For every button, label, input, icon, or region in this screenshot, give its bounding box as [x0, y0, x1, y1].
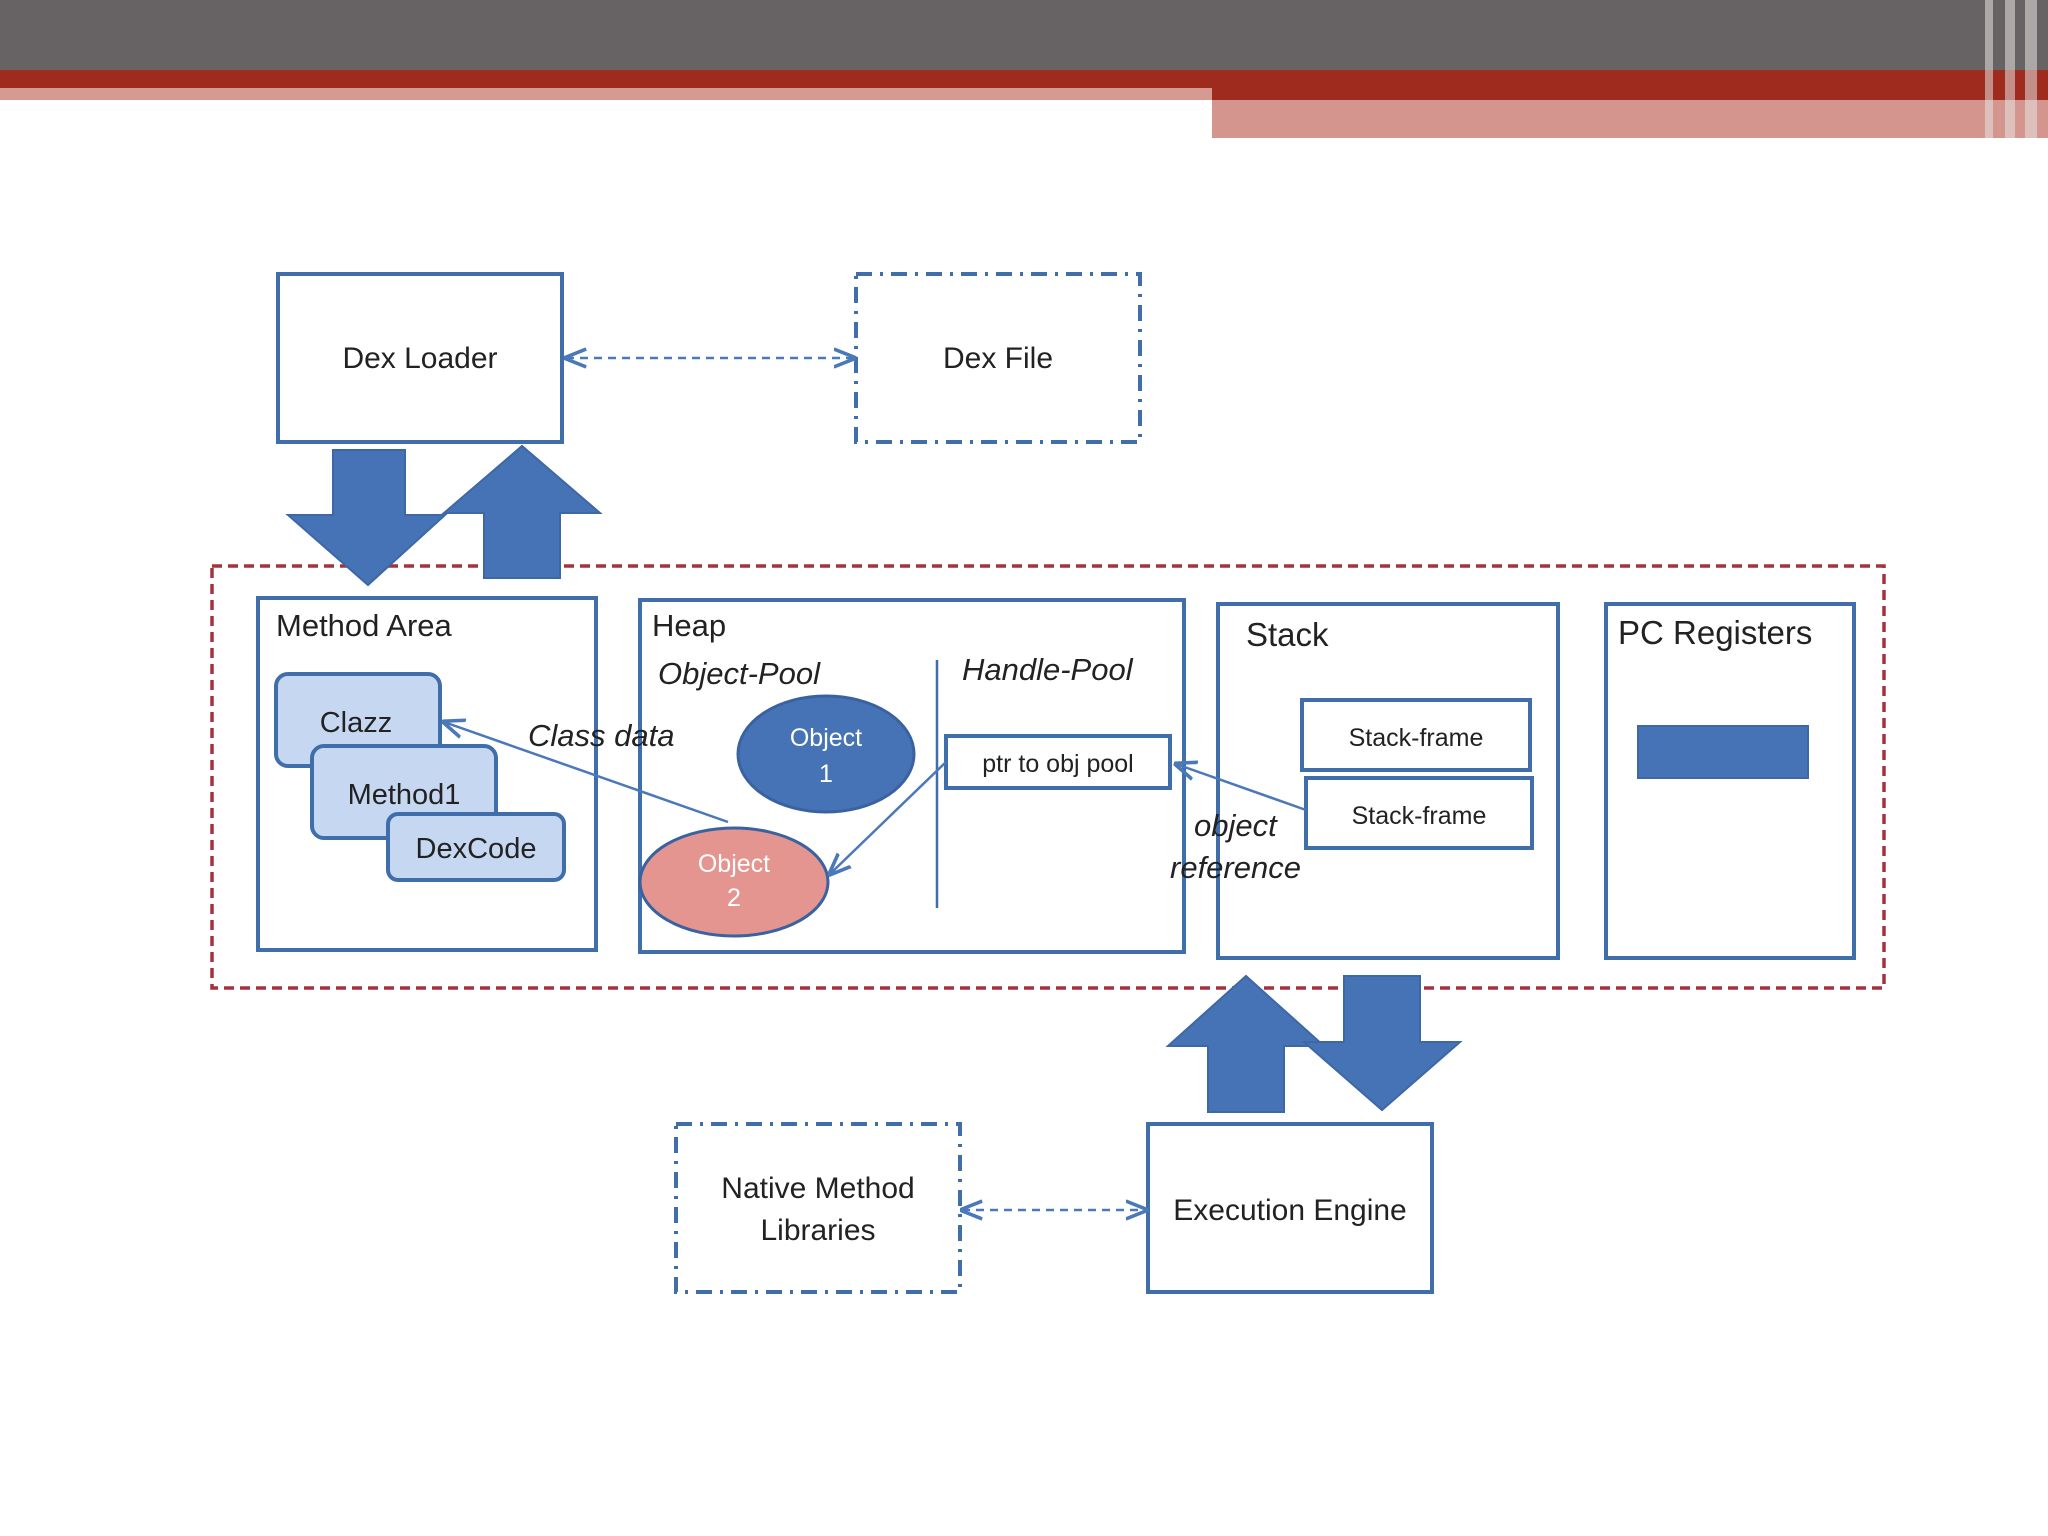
handle-pool-label: Handle-Pool — [962, 652, 1134, 687]
heap-title: Heap — [652, 608, 726, 643]
clazz-label: Clazz — [320, 707, 393, 739]
dex-file-box: Dex File — [854, 272, 1142, 444]
object-1-number: 1 — [819, 760, 833, 788]
slide-header-stripe — [2025, 0, 2037, 138]
native-method-label-line2: Libraries — [760, 1214, 875, 1247]
slide-header-accent-light — [0, 88, 1212, 100]
pc-register-block — [1637, 725, 1809, 779]
slide-header-stripe — [2005, 0, 2015, 138]
down-block-arrow-icon — [1301, 975, 1463, 1112]
stack-frame-2-label: Stack-frame — [1352, 802, 1487, 830]
ptr-to-object-2-connector — [830, 761, 947, 874]
class-data-connector — [444, 722, 729, 824]
method1-label: Method1 — [348, 779, 461, 811]
execution-engine-box: Execution Engine — [1146, 1122, 1434, 1294]
clazz-card: Clazz — [274, 672, 442, 768]
ptr-to-obj-pool-label: ptr to obj pool — [982, 750, 1134, 778]
object-1-node: Object 1 — [736, 694, 916, 814]
object-reference-connector — [1176, 764, 1307, 812]
native-method-libraries-box: Native Method Libraries — [674, 1122, 962, 1294]
slide-header-band — [0, 0, 2048, 70]
stack-title: Stack — [1246, 616, 1329, 653]
object-reference-label-line2: reference — [1170, 850, 1301, 885]
object-2-label: Object — [698, 850, 770, 878]
object-2-number: 2 — [727, 884, 741, 912]
dex-file-label: Dex File — [943, 342, 1053, 375]
slide-header-accent-tab — [1212, 100, 2048, 138]
up-block-arrow-icon — [441, 444, 603, 579]
object-2-node: Object 2 — [638, 826, 830, 938]
down-block-arrow-icon — [285, 449, 448, 587]
method-area-title: Method Area — [276, 608, 453, 643]
class-data-label: Class data — [528, 718, 674, 753]
object-1-label: Object — [790, 724, 862, 752]
stack-frame-2: Stack-frame — [1304, 776, 1534, 850]
runtime-data-area-frame — [210, 564, 1886, 990]
native-method-label-line1: Native Method — [721, 1172, 914, 1205]
execution-engine-label: Execution Engine — [1173, 1194, 1407, 1227]
stack-frame-1-label: Stack-frame — [1349, 724, 1484, 752]
up-block-arrow-icon — [1165, 974, 1327, 1113]
pc-registers-box: PC Registers — [1604, 602, 1856, 960]
object-reference-label-line1: object — [1194, 808, 1278, 843]
ptr-to-obj-pool-box: ptr to obj pool — [944, 734, 1172, 790]
dex-loader-box: Dex Loader — [276, 272, 564, 444]
dex-loader-label: Dex Loader — [342, 342, 497, 375]
slide-header-stripe — [1985, 0, 1993, 138]
dexcode-label: DexCode — [416, 833, 537, 865]
pc-registers-title: PC Registers — [1618, 614, 1812, 651]
dexcode-card: DexCode — [386, 812, 566, 882]
object-pool-label: Object-Pool — [658, 656, 821, 691]
stack-frame-1: Stack-frame — [1300, 698, 1532, 772]
